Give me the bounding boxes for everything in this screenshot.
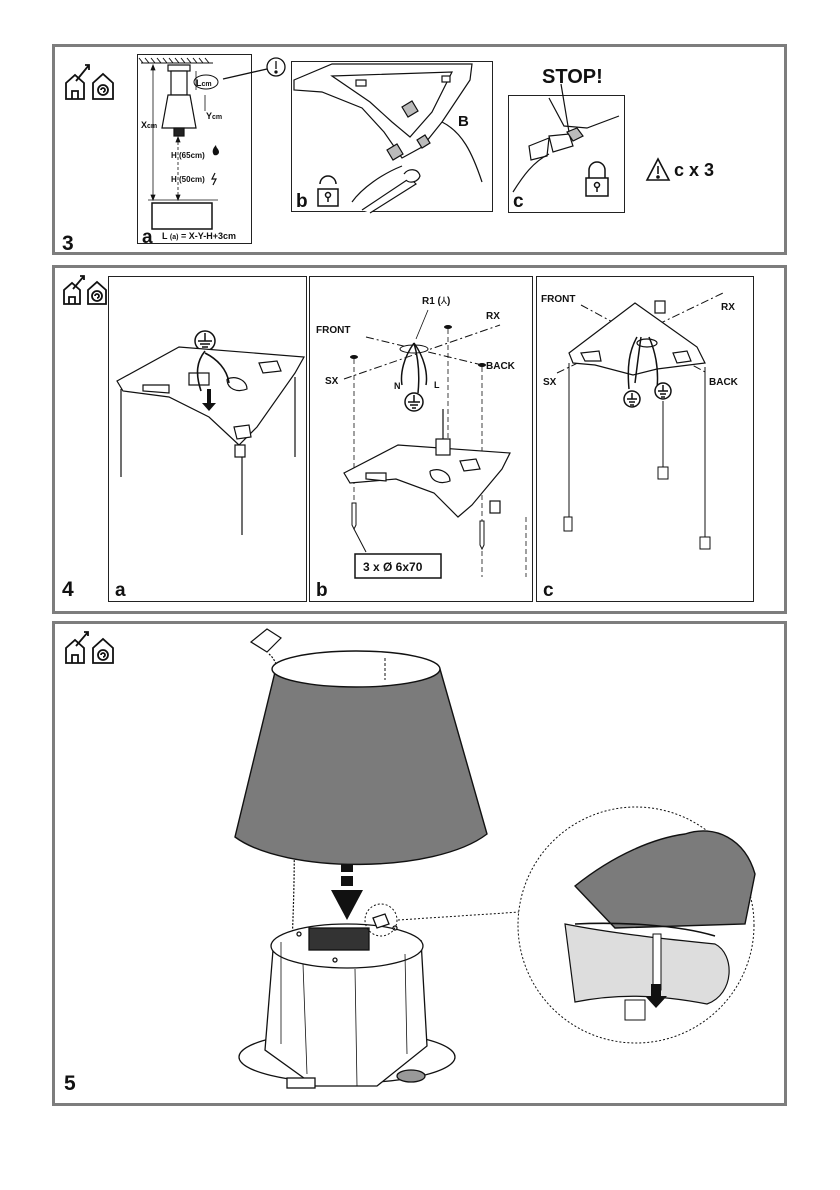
height-electric-label: H (50cm) bbox=[171, 175, 205, 184]
hanging-cables bbox=[563, 363, 711, 550]
front-label: FRONT bbox=[541, 294, 576, 305]
lamp-shade-cover bbox=[234, 650, 488, 866]
sub-label-b: b bbox=[296, 191, 308, 212]
step-3a-frame: Lcm Ycm Xcm H (65cm) H (50cm) a L (a) = … bbox=[137, 54, 252, 248]
height-gas-label: H (65cm) bbox=[171, 151, 205, 160]
back-label: BACK bbox=[486, 361, 515, 372]
sub-label-c: c bbox=[513, 191, 524, 212]
screws-callout-box bbox=[354, 553, 442, 579]
rx-label: RX bbox=[721, 302, 735, 313]
dim-Y-label: Ycm bbox=[206, 111, 223, 122]
step-4-panel: 4 bbox=[52, 265, 787, 614]
mains-wires bbox=[400, 342, 428, 394]
earth-ground-icon bbox=[623, 382, 672, 408]
sub-label-a: a bbox=[115, 580, 126, 601]
sub-label-b: b bbox=[316, 580, 328, 601]
dimension-lines bbox=[148, 63, 218, 202]
stop-warning: STOP! bbox=[542, 66, 603, 88]
dim-X-label: Xcm bbox=[141, 120, 158, 131]
warning-icon bbox=[645, 157, 671, 181]
outdoor-venting-house-icon bbox=[65, 631, 89, 664]
mains-wires bbox=[627, 336, 659, 390]
ceiling-hatch bbox=[138, 57, 213, 64]
dim-L-label: Lcm bbox=[196, 78, 212, 89]
neutral-label: N bbox=[394, 381, 401, 391]
step-number: 5 bbox=[64, 1072, 76, 1095]
electric-bolt-icon bbox=[211, 172, 217, 186]
step-5-panel: 5 bbox=[52, 621, 787, 1106]
sub-label-a: a bbox=[142, 227, 153, 248]
step-3c-frame: c bbox=[508, 83, 625, 213]
zoom-source-circle bbox=[364, 903, 398, 937]
sub-label-c: c bbox=[543, 580, 554, 601]
step-3b-frame: B b bbox=[291, 61, 493, 214]
gas-flame-icon bbox=[212, 145, 219, 156]
back-label: BACK bbox=[709, 377, 738, 388]
zoom-leader bbox=[397, 911, 521, 921]
ceiling-bracket-drawing bbox=[343, 409, 511, 518]
length-formula: L (a) = X-Y-H+3cm bbox=[162, 231, 236, 242]
front-label: FRONT bbox=[316, 325, 351, 336]
insert-arrow bbox=[331, 864, 363, 920]
step-4c-frame: FRONT RX SX BACK c bbox=[536, 276, 754, 602]
sx-label: SX bbox=[325, 376, 339, 387]
step-4b-frame: R1 (⅄) FRONT RX SX BACK N L 3 x Ø 6x70 b bbox=[309, 276, 533, 602]
rx-label: RX bbox=[486, 311, 500, 322]
recirculation-house-icon bbox=[87, 280, 107, 305]
drill-hole-markers bbox=[350, 325, 486, 367]
r1-label: R1 (⅄) bbox=[422, 296, 451, 307]
attention-icon bbox=[222, 57, 286, 80]
live-label: L bbox=[434, 380, 440, 390]
hob-drawing bbox=[151, 202, 213, 230]
recirculation-house-icon bbox=[92, 72, 114, 100]
hood-chimney-drawing bbox=[161, 64, 197, 137]
ceiling-bracket-drawing bbox=[568, 300, 706, 376]
padlock-closed-icon bbox=[585, 161, 609, 197]
outdoor-venting-house-icon bbox=[63, 275, 85, 305]
earth-ground-icon bbox=[404, 392, 424, 412]
repeat-note: c x 3 bbox=[674, 160, 715, 180]
detail-zoom-circle bbox=[517, 806, 756, 1044]
ceiling-bracket-drawing bbox=[116, 346, 305, 535]
step-4a-frame: a bbox=[108, 276, 307, 602]
dim-L-ellipse bbox=[193, 74, 219, 90]
bracket-assembly-drawing bbox=[293, 63, 483, 214]
hood-body-drawing bbox=[238, 913, 456, 1089]
recirculation-house-icon bbox=[92, 637, 114, 664]
step-number: 3 bbox=[62, 232, 74, 255]
screw-drawings bbox=[351, 502, 485, 553]
r1-leader bbox=[415, 309, 429, 340]
outdoor-venting-house-icon bbox=[65, 64, 90, 100]
ground-wire bbox=[196, 350, 230, 392]
step-number: 4 bbox=[62, 578, 74, 601]
sx-label: SX bbox=[543, 377, 557, 388]
callout-B: B bbox=[458, 113, 469, 130]
screws-spec: 3 x Ø 6x70 bbox=[363, 560, 423, 574]
bracket-stop-drawing bbox=[512, 83, 620, 193]
step-3-panel: 3 bbox=[52, 44, 787, 255]
padlock-open-icon bbox=[317, 175, 339, 207]
down-arrow bbox=[202, 389, 216, 411]
